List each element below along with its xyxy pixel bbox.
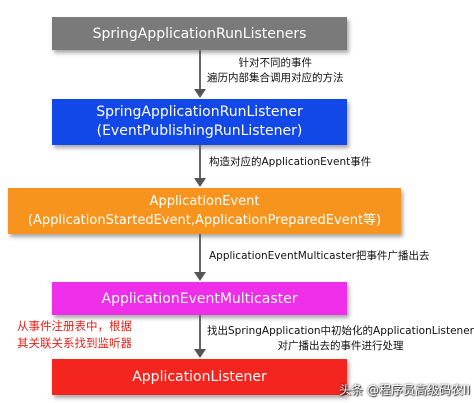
- node-label: SpringApplicationRunListeners: [92, 25, 307, 42]
- edge-label-1: 针对不同的事件 遍历内部集合调用对应的方法: [207, 56, 344, 86]
- arrow-1-head-icon: [194, 89, 206, 98]
- node-label: SpringApplicationRunListener: [96, 104, 303, 120]
- node-label: ApplicationEvent: [149, 194, 260, 209]
- side-note-line: 从事件注册表中，根据: [17, 319, 132, 333]
- arrow-3-head-icon: [194, 272, 206, 281]
- arrow-4-line: [199, 315, 201, 350]
- edge-label-line: 对广播出去的事件进行处理: [277, 340, 404, 352]
- arrow-2-head-icon: [194, 178, 206, 187]
- node-spring-application-run-listeners: SpringApplicationRunListeners: [52, 17, 347, 50]
- edge-label-line: 针对不同的事件: [238, 57, 313, 69]
- node-label: ApplicationEventMulticaster: [101, 290, 298, 307]
- node-application-event: ApplicationEvent (ApplicationStartedEven…: [8, 188, 401, 234]
- node-sublabel: (EventPublishingRunListener): [96, 123, 303, 139]
- edge-label-2: 构造对应的ApplicationEvent事件: [209, 155, 371, 170]
- arrow-3-line: [199, 234, 201, 273]
- node-application-listener: ApplicationListener: [52, 359, 347, 395]
- edge-label-line: 找出SpringApplication中初始化的ApplicationListe…: [207, 325, 474, 337]
- edge-label-line: 遍历内部集合调用对应的方法: [207, 72, 344, 84]
- edge-label-4: 找出SpringApplication中初始化的ApplicationListe…: [207, 324, 474, 354]
- node-sublabel: (ApplicationStartedEvent,ApplicationPrep…: [27, 213, 382, 228]
- edge-label-3: ApplicationEventMulticaster把事件广播出去: [209, 249, 429, 264]
- node-spring-application-run-listener: SpringApplicationRunListener (EventPubli…: [52, 99, 347, 145]
- side-note: 从事件注册表中，根据 其关联关系找到监听器: [17, 318, 132, 352]
- node-label: ApplicationListener: [132, 369, 267, 385]
- edge-label-line: ApplicationEventMulticaster把事件广播出去: [209, 250, 430, 262]
- arrow-1-line: [199, 50, 201, 90]
- arrow-2-line: [199, 145, 201, 179]
- arrow-4-head-icon: [194, 349, 206, 358]
- edge-label-line: 构造对应的ApplicationEvent事件: [209, 156, 372, 168]
- watermark: 头条 @程序员高级码农II: [339, 383, 470, 397]
- side-note-line: 其关联关系找到监听器: [17, 336, 132, 350]
- node-application-event-multicaster: ApplicationEventMulticaster: [52, 282, 347, 315]
